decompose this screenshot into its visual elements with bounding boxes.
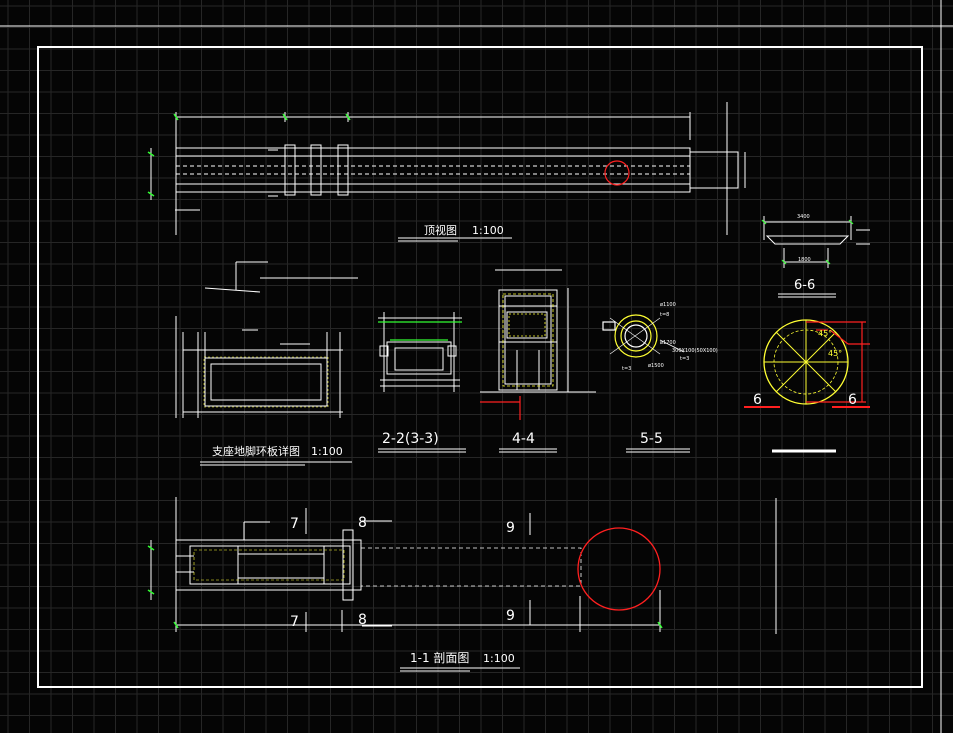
s11-title: 1-1 剖面图 <box>410 651 469 665</box>
s66-width-bottom: 1800 <box>798 257 811 263</box>
top-view-title: 顶视图 <box>424 223 457 237</box>
section-4-4-red <box>480 396 521 420</box>
marker-6-left: 6 <box>753 392 762 408</box>
base-plate-dashed-ring <box>203 356 329 408</box>
section-6-6[interactable] <box>763 216 870 268</box>
section-1-1-dashed-pipe <box>360 547 582 587</box>
top-view-red-circle <box>604 160 630 186</box>
s11-scale: 1:100 <box>483 652 515 665</box>
s55-label-4: 300X100(50X100) <box>672 348 718 354</box>
top-view-scale: 1:100 <box>472 224 504 237</box>
circle-angle-2: 45° <box>828 349 842 358</box>
base-scale: 1:100 <box>311 445 343 458</box>
marker-7-top: 7 <box>290 516 299 532</box>
section-4-4[interactable] <box>480 269 596 393</box>
s55-label-3: ø1700 <box>660 340 676 346</box>
circle-angle-1: 45° <box>818 329 832 338</box>
top-view-green-ticks <box>147 113 351 197</box>
s55-label-6: ø1500 <box>648 363 664 369</box>
marker-6-right: 6 <box>848 392 857 408</box>
s55-label-1: ø1100 <box>660 302 676 308</box>
section-1-1-red-circle <box>577 527 661 611</box>
s66-width-top: 3400 <box>797 214 810 220</box>
section-1-1-dashed-inner <box>193 549 345 581</box>
section-1-1-green-ticks <box>147 545 663 629</box>
s55-label-5: t=3 <box>680 356 689 362</box>
circle-plan-red <box>744 321 870 408</box>
section-6-6-green <box>761 219 854 265</box>
section-2-2[interactable] <box>378 312 462 392</box>
s55-label-2: t=8 <box>660 312 669 318</box>
marker-9-bottom: 9 <box>506 608 515 624</box>
base-plate-detail[interactable] <box>175 261 358 418</box>
circle-plan[interactable] <box>763 319 849 405</box>
section-4-4-yellow <box>502 293 554 387</box>
marker-8-top: 8 <box>358 515 367 531</box>
s55-label-7: t=3 <box>622 366 631 372</box>
top-view[interactable] <box>150 102 746 235</box>
marker-9-top: 9 <box>506 520 515 536</box>
drawing-frame <box>37 46 923 688</box>
base-title: 支座地脚环板详图 <box>212 444 300 458</box>
s44-title: 4-4 <box>512 431 535 447</box>
s22-title: 2-2(3-3) <box>382 431 439 447</box>
section-5-5[interactable] <box>602 314 685 358</box>
marker-8-bottom: 8 <box>358 612 367 628</box>
s66-title: 6-6 <box>794 278 815 293</box>
marker-7-bottom: 7 <box>290 614 299 630</box>
s55-title: 5-5 <box>640 431 663 447</box>
section-2-2-green <box>378 321 462 341</box>
